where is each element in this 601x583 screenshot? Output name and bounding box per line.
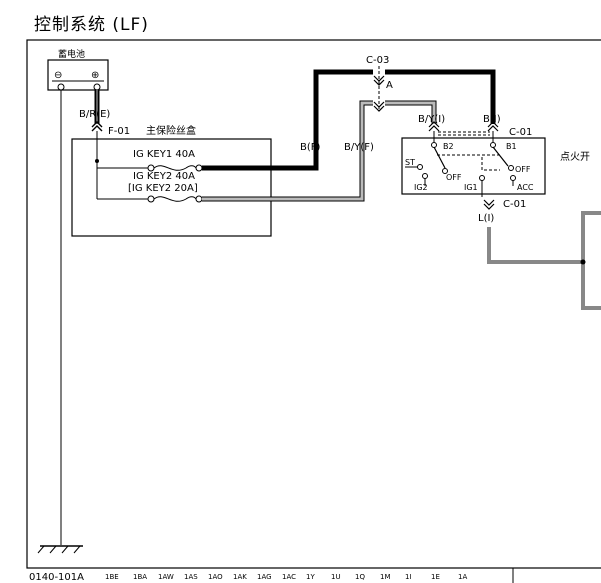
ground-hatch [49,545,57,554]
ignition-connector-bottom: C-01 [503,199,526,210]
wire-l-junction [580,259,586,265]
connector-c03-icon [373,101,385,112]
connector-c03-label: C-03 [366,55,389,66]
footer-ref: 1AG [257,573,272,581]
footer-ref: 1M [380,573,391,581]
footer-ref: 1BE [105,573,119,581]
ignition-ig2-label: IG2 [414,183,428,192]
ignition-off-right-label: OFF [515,165,531,174]
ignition-name: 点火开 [560,151,590,163]
battery-pos-icon: ⊕ [91,70,99,81]
ignition-acc-label: ACC [517,183,534,192]
fuse2-label: IG KEY2 40A [133,171,195,182]
ignition-b1-label: B1 [506,142,517,151]
connector-c01-icon [487,121,499,132]
ignition-link-low [481,157,500,171]
footer-ref: 1AC [282,573,296,581]
fusebox [71,138,272,237]
ground-hatch [37,545,45,554]
fuse1-icon [147,164,203,172]
footer-ref: 1BA [133,573,147,581]
wire-label-b-i: B(I) [483,114,501,125]
footer-ref: 1AO [208,573,223,581]
battery-pos-terminal [93,83,101,91]
ignition-acc-contact [510,175,516,181]
ignition-st-label: ST [405,158,415,167]
ignition-st-contact [417,164,423,170]
ground-hatch [73,545,81,554]
fuse2-alt-label: [IG KEY2 20A] [128,183,198,194]
connector-c03-pin: A [386,80,393,91]
battery-label: 蓄电池 [58,48,85,60]
battery-box [47,59,109,91]
ignition-off-left-label: OFF [446,173,462,182]
footer-ref: 1U [331,573,341,581]
footer-ref: 1AS [184,573,198,581]
ignition-connector-top: C-01 [509,127,532,138]
wire-label-by-i: B/Y(I) [418,114,445,125]
ignition-ig2-contact [422,173,428,179]
page-title: 控制系统 (LF) [34,15,149,35]
wire-l [487,227,583,264]
ignition-b2-label: B2 [443,142,454,151]
wire-label-by-f: B/Y(F) [344,142,374,153]
fuse1-label: IG KEY1 40A [133,149,195,160]
footer-refs: 1BE 1BA 1AW 1AS 1AO 1AK 1AG 1AC 1Y 1U 1Q… [105,573,467,581]
ignition-off-left-contact [442,168,448,174]
ignition-b2-contact [431,142,437,148]
connector-f01-icon [91,121,103,132]
fusebox-name: 主保险丝盒 [146,124,196,137]
footer-ref: 1I [405,573,412,581]
fusebox-junction [95,159,99,163]
ignition-b1-blade [492,146,509,167]
wire-label-br-e: B/R(E) [79,109,110,120]
ignition-b2-blade [433,146,446,169]
wire-b [202,69,496,171]
ignition-off-right-contact [508,165,514,171]
wire-label-b-f: B(F) [300,142,321,153]
ignition-ig1-contact [479,175,485,181]
wire-by-fill [202,101,436,201]
ground-hatch [61,545,69,554]
footer-ref: 1Q [355,573,365,581]
connector-c01-bottom-icon [483,199,495,210]
ignition-ig1-label: IG1 [464,183,478,192]
ignition-b1-contact [490,142,496,148]
connector-c01-icon [428,121,440,132]
battery-neg-icon: ⊖ [54,70,62,81]
footer-ref: 1AK [233,573,247,581]
connector-c03-icon [373,75,385,86]
battery-neg-terminal [57,83,65,91]
footer-ref: 1Y [306,573,315,581]
fuse2-icon [147,195,203,203]
wire-label-l-i: L(I) [478,213,494,224]
footer-ref: 1E [431,573,440,581]
footer-code: 0140-101A [29,572,84,583]
footer-ref: 1A [458,573,467,581]
fusebox-connector: F-01 [108,126,130,137]
wire-l-branch [581,211,601,310]
footer-ref: 1AW [158,573,174,581]
ignition-switch-box [401,137,546,195]
